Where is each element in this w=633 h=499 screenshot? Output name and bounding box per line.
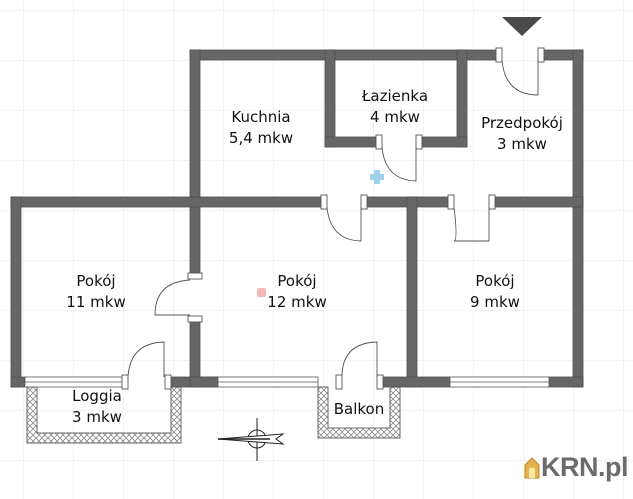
room-label-pokoj-12: Pokój 12 mkw bbox=[267, 271, 326, 313]
dot-marker-icon bbox=[257, 288, 266, 297]
room-name: Kuchnia bbox=[231, 108, 291, 126]
room-label-lazienka: Łazienka 4 mkw bbox=[362, 86, 428, 128]
room-label-pokoj-9: Pokój 9 mkw bbox=[470, 271, 520, 313]
room-area: 12 mkw bbox=[267, 293, 327, 311]
room-label-balkon: Balkon bbox=[334, 399, 385, 420]
room-area: 9 mkw bbox=[470, 293, 520, 311]
room-name: Loggia bbox=[72, 387, 122, 405]
room-label-przedpokoj: Przedpokój 3 mkw bbox=[481, 113, 563, 155]
room-area: 3 mkw bbox=[72, 408, 122, 426]
krn-logo: KRN.pl bbox=[524, 452, 629, 483]
room-name: Pokój bbox=[76, 272, 116, 290]
room-area: 3 mkw bbox=[497, 135, 547, 153]
room-area: 4 mkw bbox=[370, 108, 420, 126]
room-name: Przedpokój bbox=[481, 114, 563, 132]
entrance-arrow-icon bbox=[502, 17, 542, 36]
compass-icon bbox=[217, 418, 285, 461]
house-logo-icon bbox=[524, 457, 540, 479]
windows bbox=[24, 376, 550, 388]
room-area: 5,4 mkw bbox=[228, 129, 294, 147]
room-name: Balkon bbox=[333, 400, 385, 418]
room-area: 11 mkw bbox=[66, 293, 126, 311]
room-name: Łazienka bbox=[361, 87, 429, 105]
room-label-kuchnia: Kuchnia 5,4 mkw bbox=[229, 107, 293, 149]
logo-text: KRN.pl bbox=[541, 452, 629, 482]
room-label-pokoj-11: Pokój 11 mkw bbox=[66, 271, 125, 313]
room-name: Pokój bbox=[475, 272, 515, 290]
room-label-loggia: Loggia 3 mkw bbox=[72, 386, 122, 428]
plus-marker-icon bbox=[370, 170, 384, 184]
doors bbox=[121, 47, 545, 390]
room-name: Pokój bbox=[277, 272, 317, 290]
